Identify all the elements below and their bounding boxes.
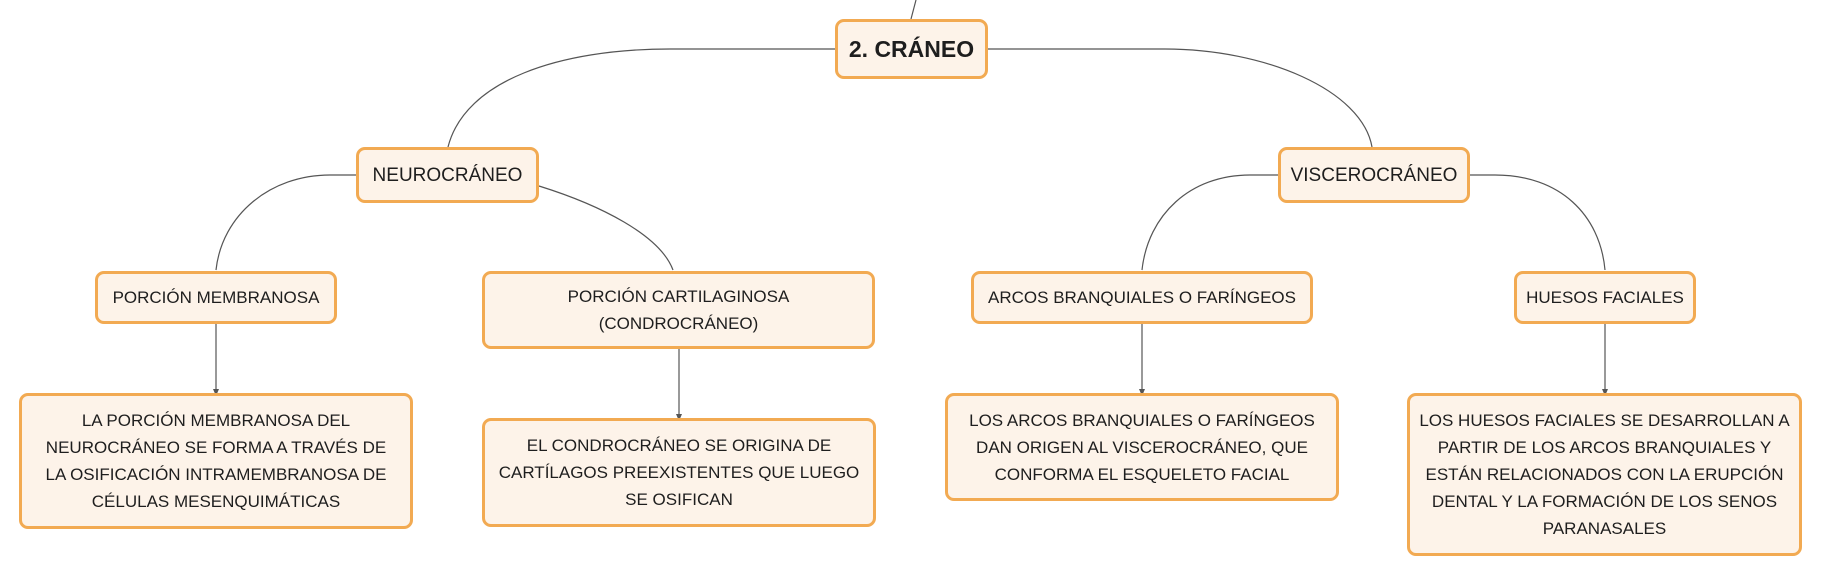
arrow-huesos-desc xyxy=(1602,389,1608,396)
node-craneo[interactable]: 2. CRÁNEO xyxy=(835,19,988,79)
arrow-membranosa-desc xyxy=(213,389,219,396)
node-arcos-branquiales[interactable]: ARCOS BRANQUIALES O FARÍNGEOS xyxy=(971,271,1313,324)
node-arcos-desc[interactable]: LOS ARCOS BRANQUIALES O FARÍNGEOS DAN OR… xyxy=(945,393,1339,501)
arrow-cartilaginosa-desc xyxy=(676,414,682,421)
node-huesos-desc[interactable]: LOS HUESOS FACIALES SE DESARROLLAN A PAR… xyxy=(1407,393,1802,556)
node-neurocraneo[interactable]: NEUROCRÁNEO xyxy=(356,147,539,203)
node-porcion-membranosa[interactable]: PORCIÓN MEMBRANOSA xyxy=(95,271,337,324)
edge-root-viscerocraneo xyxy=(988,48,1373,148)
node-huesos-faciales[interactable]: HUESOS FACIALES xyxy=(1514,271,1696,324)
node-porcion-cartilaginosa[interactable]: PORCIÓN CARTILAGINOSA (CONDROCRÁNEO) xyxy=(482,271,875,349)
edge-neuro-cartilaginosa xyxy=(538,185,674,271)
edge-visc-huesos xyxy=(1470,174,1606,271)
edge-visc-arcos xyxy=(1141,174,1278,271)
arrow-arcos-desc xyxy=(1139,389,1145,396)
edge-root-neurocraneo xyxy=(447,48,835,148)
edge-top-incoming xyxy=(910,0,917,20)
node-membranosa-desc[interactable]: LA PORCIÓN MEMBRANOSA DEL NEUROCRÁNEO SE… xyxy=(19,393,413,529)
edge-neuro-membranosa xyxy=(215,174,356,271)
node-condrocraneo-desc[interactable]: EL CONDROCRÁNEO SE ORIGINA DE CARTÍLAGOS… xyxy=(482,418,876,527)
node-viscerocraneo[interactable]: VISCEROCRÁNEO xyxy=(1278,147,1470,203)
